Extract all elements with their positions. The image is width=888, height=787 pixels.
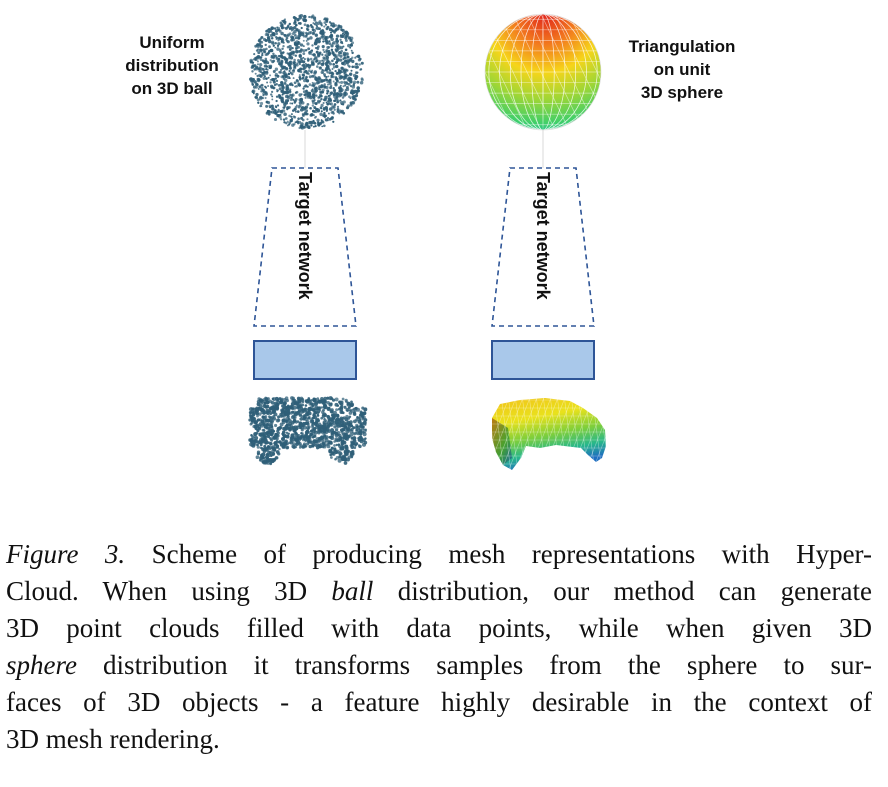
caption-line-2: Cloud. When using 3D ball distribution, … <box>6 573 872 610</box>
right-label-line-3: 3D sphere <box>641 83 723 102</box>
right-output-layer-box <box>491 340 595 380</box>
figure-caption: Figure 3. Scheme of producing mesh repre… <box>6 536 872 758</box>
figure-3: Uniform distribution on 3D ball Triangul… <box>125 13 736 470</box>
left-label-line-1: Uniform <box>139 33 204 52</box>
right-label-line-1: Triangulation <box>629 37 736 56</box>
caption-emphasis-sphere: sphere <box>6 650 77 680</box>
caption-line-6: 3D mesh rendering. <box>6 724 220 754</box>
figure-diagram: Uniform distribution on 3D ball Triangul… <box>125 13 736 470</box>
caption-line-5: faces of 3D objects - a feature highly d… <box>6 687 872 717</box>
caption-line-1: Figure 3. Scheme of producing mesh repre… <box>6 536 872 573</box>
caption-line-1-text: Scheme of producing mesh representations… <box>125 539 872 569</box>
caption-line-4b: distribution it transforms samples from … <box>76 650 872 680</box>
caption-emphasis-ball: ball <box>331 576 374 606</box>
left-output-layer-box <box>253 340 357 380</box>
mesh-car-image <box>492 398 606 470</box>
caption-line-2a: Cloud. When using 3D <box>6 576 332 606</box>
right-label-line-2: on unit <box>654 60 711 79</box>
left-label-line-3: on 3D ball <box>131 79 212 98</box>
caption-line-3: 3D point clouds filled with data points,… <box>6 613 872 643</box>
triangulated-sphere-image <box>484 13 602 131</box>
caption-line-2b: distribution, our method can generate <box>373 576 872 606</box>
point-cloud-ball-image <box>248 14 364 130</box>
left-label-line-2: distribution <box>125 56 218 75</box>
left-target-network-block: Target network <box>253 167 357 327</box>
right-network-label: Target network <box>533 172 553 301</box>
caption-line-4: sphere distribution it transforms sample… <box>6 647 872 684</box>
right-target-network-block: Target network <box>491 167 595 327</box>
caption-figure-label: Figure 3. <box>6 539 126 569</box>
point-cloud-car-image <box>248 396 368 466</box>
left-network-label: Target network <box>295 172 315 301</box>
